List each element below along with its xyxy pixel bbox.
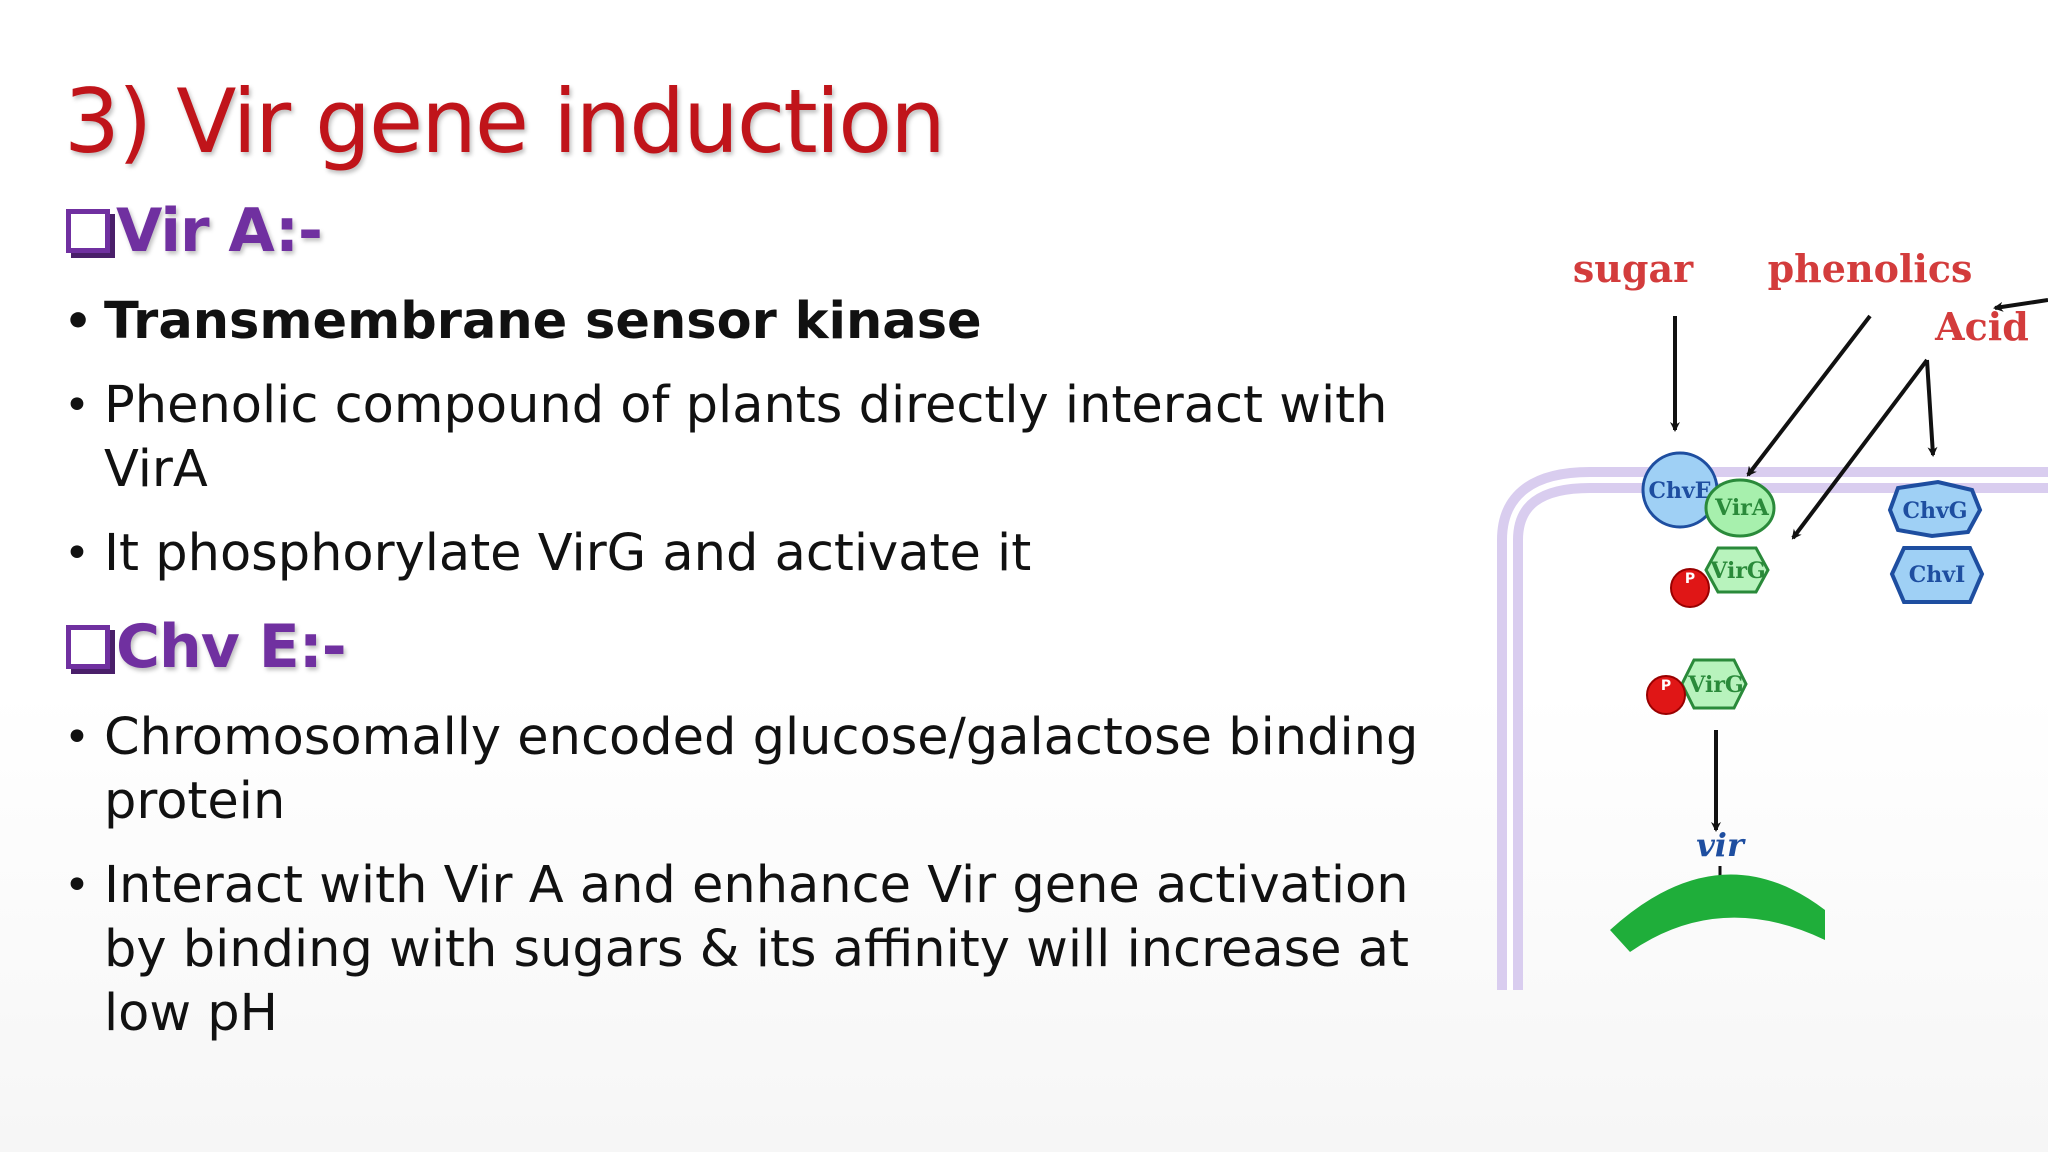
vir-induction-diagram: sugar phenolics Acid ChvE VirA VirG P Ch… — [1480, 230, 2048, 990]
arrow-acid-to-chvg — [1925, 359, 1938, 457]
list-item: Interact with Vir A and enhance Vir gene… — [64, 854, 1424, 1046]
label-phospho-2: P — [1661, 678, 1671, 694]
section-heading-vira-text: Vir A:- — [116, 196, 323, 266]
virg-bound-protein — [1704, 546, 1770, 594]
dna-strand — [1610, 874, 1825, 952]
list-item: It phosphorylate VirG and activate it — [64, 522, 1424, 586]
section-heading-chve-text: Chv E:- — [116, 612, 347, 682]
list-item: Phenolic compound of plants directly int… — [64, 374, 1424, 502]
vira-protein — [1704, 478, 1776, 538]
cell-membrane-inner — [1507, 477, 2048, 990]
checkbox-bullet-icon — [66, 209, 110, 253]
chvg-protein — [1887, 479, 1983, 539]
list-item: Transmembrane sensor kinase — [64, 290, 1424, 354]
bullet-list-chve: Chromosomally encoded glucose/galactose … — [64, 706, 1424, 1066]
phospho-1 — [1670, 568, 1710, 608]
arrow-acid-to-vira — [1791, 358, 1929, 540]
label-virg-free: VirG — [1687, 672, 1743, 698]
label-chve: ChvE — [1648, 478, 1711, 504]
arrow-incoming — [1993, 298, 2048, 312]
phospho-2 — [1646, 675, 1686, 715]
list-item: Chromosomally encoded glucose/galactose … — [64, 706, 1424, 834]
checkbox-bullet-icon — [66, 625, 110, 669]
arrow-phenolics — [1746, 314, 1872, 477]
section-heading-vira: Vir A:- — [66, 196, 323, 266]
label-sugar: sugar — [1573, 246, 1694, 291]
label-virg-bound: VirG — [1709, 558, 1765, 584]
chvi-protein — [1889, 546, 1985, 604]
label-acid: Acid — [1934, 304, 2029, 349]
label-phospho-1: P — [1685, 571, 1695, 587]
diagram-svg: sugar phenolics Acid ChvE VirA VirG P Ch… — [1497, 246, 2048, 990]
label-chvg: ChvG — [1902, 498, 1967, 524]
bullet-list-vira: Transmembrane sensor kinase Phenolic com… — [64, 290, 1424, 606]
slide-title: 3) Vir gene induction — [64, 70, 946, 173]
label-chvi: ChvI — [1909, 562, 1966, 588]
label-vir: vir — [1696, 826, 1746, 864]
label-phenolics: phenolics — [1768, 246, 1973, 291]
label-vira: VirA — [1714, 495, 1770, 521]
section-heading-chve: Chv E:- — [66, 612, 347, 682]
virg-free-protein — [1680, 658, 1748, 710]
